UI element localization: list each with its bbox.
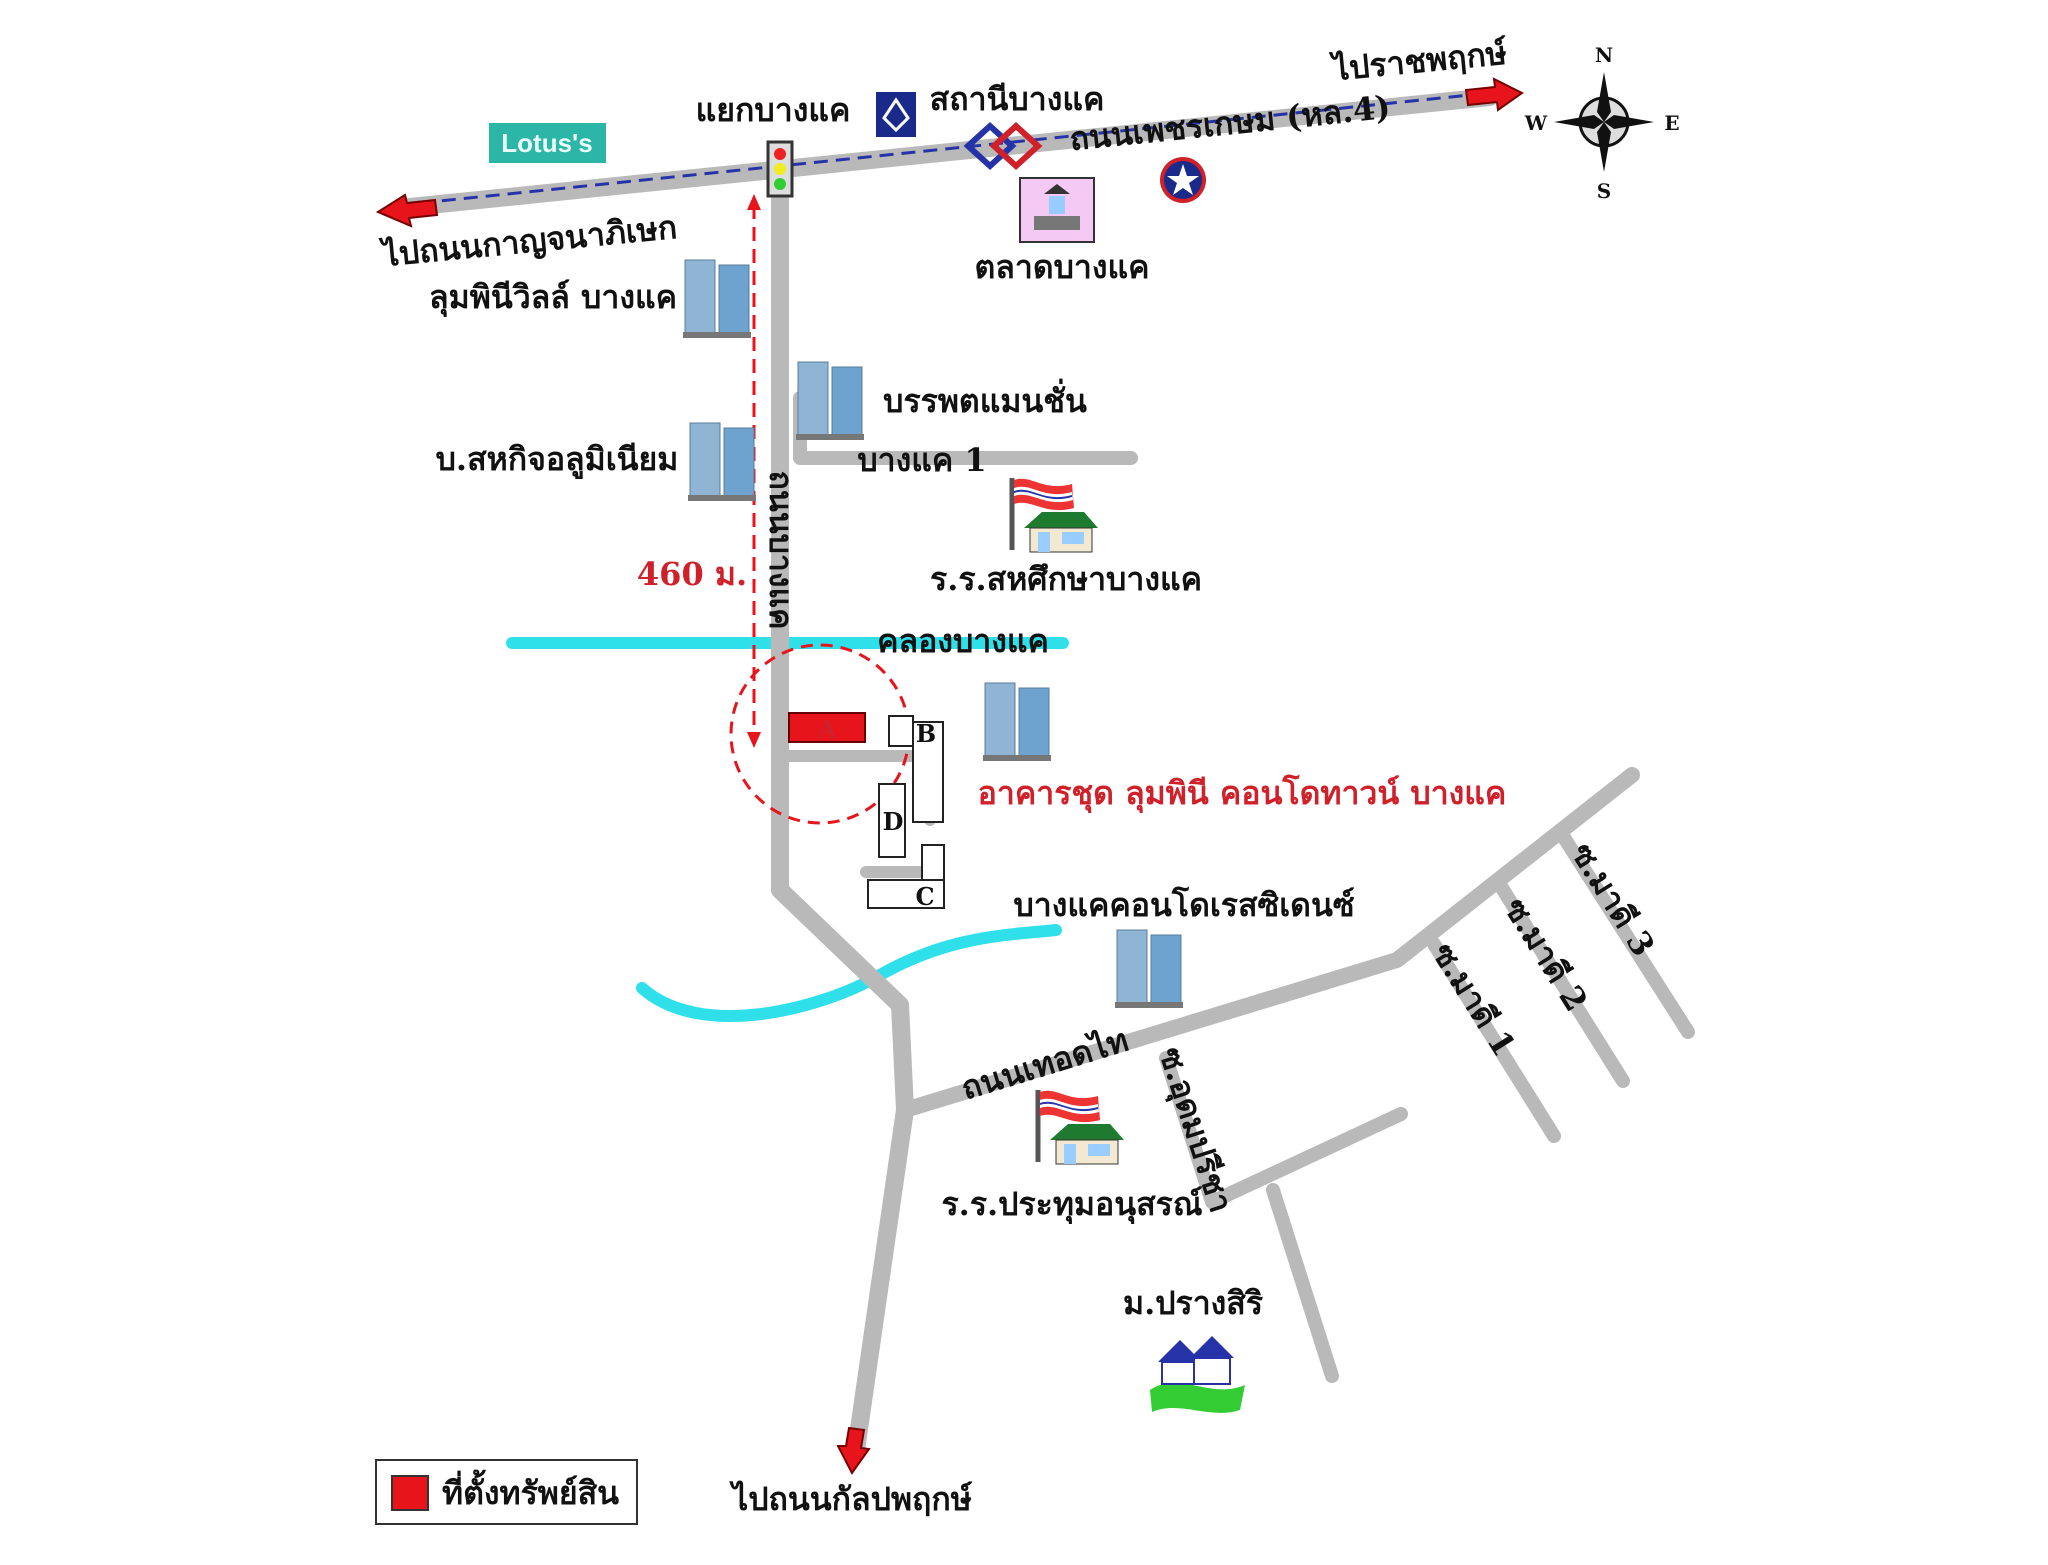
building-icon-banpot	[795, 361, 865, 441]
road-bangkhae	[771, 171, 914, 1459]
arrow-east-icon	[1464, 77, 1524, 112]
label-soi-madi-3: ซ.มาดี 3	[1563, 836, 1662, 963]
distance-arrow-down-icon	[747, 732, 761, 748]
road-soi-udom	[1159, 1051, 1408, 1209]
label-banpot: บรรพตแมนชั่น	[883, 378, 1087, 420]
compass-w: W	[1524, 111, 1548, 135]
road-theptai	[897, 767, 1640, 1118]
building-a: A	[788, 712, 866, 744]
label-to-south: ไปถนนกัลปพฤกษ์	[729, 1480, 973, 1518]
label-soi-madi-1: ซ.มาดี 1	[1424, 936, 1523, 1063]
mrt-station-icon	[963, 121, 1043, 171]
lotus-label: Lotus's	[501, 128, 592, 158]
school-icon-2	[1038, 1090, 1124, 1164]
legend-property-swatch	[391, 1475, 429, 1511]
label-property-title: อาคารชุด ลุมพินี คอนโดทาวน์ บางแค	[978, 774, 1507, 814]
building-icon-lumpini-ville	[682, 259, 752, 339]
road-phetkasem	[401, 88, 1499, 216]
distance-label: 460 ม.	[637, 555, 747, 593]
canal-south	[636, 924, 1062, 1022]
label-market: ตลาดบางแค	[974, 248, 1149, 286]
label-school-2: ร.ร.ประทุมอนุสรณ์	[941, 1185, 1202, 1225]
building-d: D	[878, 783, 906, 858]
building-icon-nearby	[982, 682, 1052, 762]
compass-icon: N S W E	[1524, 43, 1680, 203]
distance-arrow-up-icon	[747, 194, 761, 210]
label-to-west: ไปถนนกาญจนาภิเษก	[378, 208, 679, 274]
label-station: สถานีบางแค	[930, 80, 1105, 118]
building-icon-condo-residence	[1114, 929, 1184, 1009]
label-to-east: ไปราชพฤกษ์	[1328, 34, 1509, 89]
label-bangkhae-1: บางแค 1	[857, 441, 986, 479]
legend-label: ที่ตั้งทรัพย์สิน	[442, 1469, 619, 1512]
building-c-label: C	[915, 882, 934, 911]
label-village: ม.ปรางสิริ	[1123, 1284, 1263, 1322]
traffic-light-icon	[766, 140, 794, 198]
road-soi-madi-2	[1495, 881, 1630, 1088]
lotus-logo: Lotus's	[489, 123, 606, 163]
label-school-1: ร.ร.สหศึกษาบางแค	[930, 560, 1202, 598]
school-icon-1	[1012, 478, 1098, 552]
building-b: B	[888, 715, 944, 823]
gas-station-icon	[1160, 157, 1206, 203]
building-d-label: D	[883, 807, 904, 836]
compass-e: E	[1664, 111, 1679, 135]
arrow-south-icon	[836, 1426, 871, 1475]
arrow-west-icon	[375, 193, 439, 228]
label-aluminium: บ.สหกิจอลูมิเนียม	[436, 440, 679, 480]
building-b-label: B	[916, 719, 936, 748]
label-soi-madi-2: ซ.มาดี 2	[1496, 891, 1595, 1018]
legend: ที่ตั้งทรัพย์สิน	[375, 1459, 638, 1525]
building-icon-aluminium	[687, 422, 757, 502]
label-condo-residence: บางแคคอนโดเรสซิเดนซ์	[1013, 886, 1354, 924]
label-vertical-road: ถนนบางแค	[762, 470, 800, 629]
building-c: C	[867, 844, 945, 911]
road-soi-madi-3	[1556, 829, 1695, 1039]
bank-logo-icon	[876, 92, 916, 137]
road-soi-madi-1	[1427, 937, 1561, 1143]
road-centerline	[419, 92, 1481, 205]
label-junction: แยกบางแค	[696, 91, 851, 129]
market-icon	[1019, 177, 1095, 243]
compass-s: S	[1597, 179, 1611, 203]
house-icon	[1150, 1336, 1245, 1413]
label-lumpini-ville: ลุมพินีวิลล์ บางแค	[429, 278, 677, 318]
label-canal: คลองบางแค	[877, 622, 1049, 660]
label-main-road: ถนนเพชรเกษม (หล.4)	[1068, 88, 1392, 158]
building-a-label: A	[817, 715, 837, 744]
road-project-access	[778, 750, 936, 826]
road-soi-udom-branch	[1266, 1183, 1339, 1383]
compass-n: N	[1595, 43, 1613, 67]
